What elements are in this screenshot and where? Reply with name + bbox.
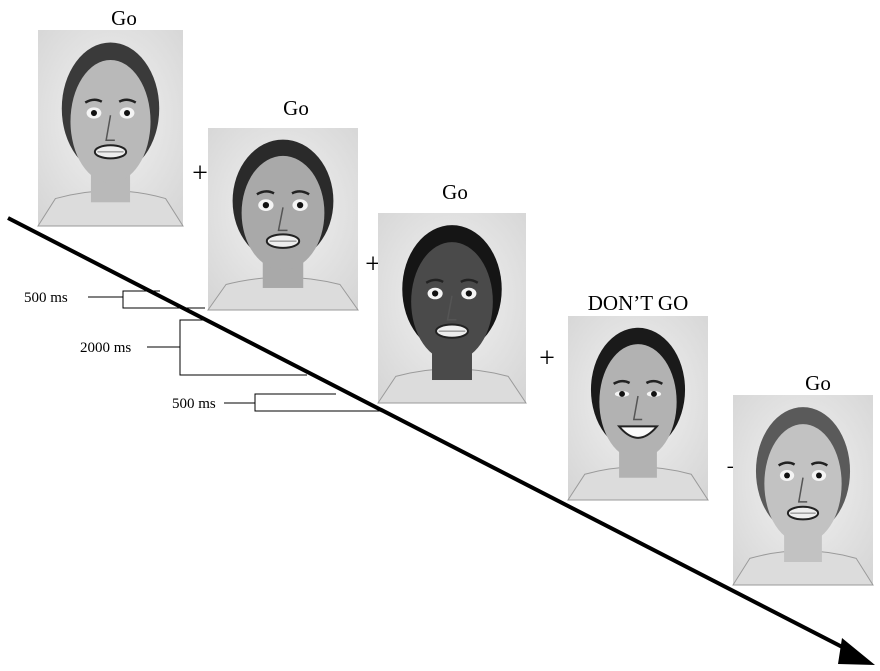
face-5 bbox=[764, 424, 842, 544]
trial-label-2: Go bbox=[283, 96, 309, 120]
face-3 bbox=[411, 242, 493, 362]
face-photo-3 bbox=[377, 213, 527, 404]
trial-label-4: DON’T GO bbox=[588, 291, 689, 315]
fixation-cross-3: + bbox=[539, 343, 555, 374]
face-photo-2 bbox=[207, 128, 359, 311]
trial-label-1: Go bbox=[111, 6, 137, 30]
timing-label-2: 2000 ms bbox=[80, 340, 131, 356]
timing-label-3: 500 ms bbox=[172, 396, 216, 412]
time-arrow bbox=[7, 216, 875, 665]
timing-brackets bbox=[88, 290, 380, 412]
trial-label-3: Go bbox=[442, 180, 468, 204]
fixation-cross-2: + bbox=[365, 249, 381, 280]
timing-label-1: 500 ms bbox=[24, 290, 68, 306]
trial-label-5: Go bbox=[805, 371, 831, 395]
face-photos bbox=[37, 30, 874, 586]
face-photo-5 bbox=[732, 395, 874, 586]
fixation-cross-1: + bbox=[192, 158, 208, 189]
face-4 bbox=[599, 344, 677, 460]
face-photo-4 bbox=[567, 316, 709, 501]
face-1 bbox=[70, 59, 151, 183]
face-photo-1 bbox=[37, 30, 184, 227]
face-2 bbox=[241, 155, 325, 270]
